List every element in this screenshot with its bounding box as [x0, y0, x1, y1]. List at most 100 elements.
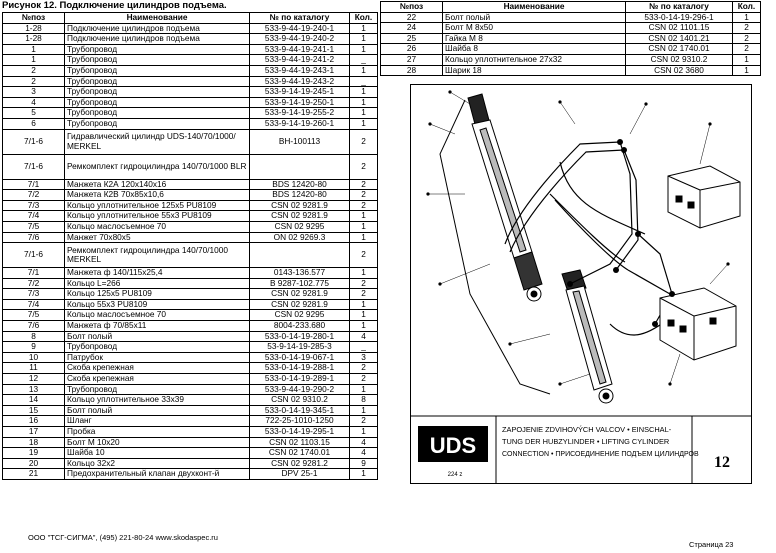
cell-quantity: 1	[349, 404, 378, 417]
cell-position: 27	[380, 53, 443, 66]
cell-quantity: _	[349, 341, 378, 353]
cell-position: 3	[2, 86, 65, 98]
cell-name: Трубопровод	[64, 96, 250, 109]
drawing-title-line-2: TUNG DER HUBZYLINDER • LIFTING CYLINDER	[502, 437, 669, 446]
cell-catalog-number: CSN 02 9281.9	[249, 199, 350, 212]
cell-quantity: 2	[349, 178, 378, 191]
cell-position: 8	[2, 330, 65, 343]
drawing-title-block: UDS 224 z ZAPOJENIE ZDVIHOVÝCH VALCOV • …	[410, 415, 752, 484]
cell-name: Трубопровод	[64, 54, 250, 66]
cell-position: 1	[2, 54, 65, 66]
cell-quantity: 1	[349, 267, 378, 279]
cell-quantity: 1	[349, 220, 378, 233]
cell-name: Болт М 8х50	[442, 22, 626, 34]
cell-position: 2	[2, 64, 65, 77]
uds-logo: UDS	[430, 433, 476, 458]
cell-position: 7/4	[2, 298, 65, 311]
cell-position: 13	[2, 383, 65, 396]
cell-catalog-number: CSN 02 1740.01	[249, 447, 350, 459]
cell-name: Кольцо уплотнительное 55х3 PU8109	[64, 210, 250, 222]
cell-catalog-number: 533-0-14-19-289-1	[249, 373, 350, 385]
uds-logo-plate	[418, 426, 488, 462]
valve-block-upper	[667, 165, 741, 229]
cell-catalog-number: 533-0-14-19-280-1	[249, 330, 350, 343]
cell-name: Трубопровод	[64, 107, 250, 119]
cell-name: Пробка	[64, 426, 250, 438]
cell-quantity: 1	[349, 210, 378, 222]
cell-catalog-number	[249, 153, 350, 180]
cell-position: 7/6	[2, 231, 65, 244]
cell-name: Трубопровод	[64, 341, 250, 353]
cell-quantity: 2	[349, 415, 378, 427]
cell-name: Шланг	[64, 415, 250, 427]
header-quantity: Кол.	[349, 12, 378, 24]
cell-name: Трубопровод	[64, 86, 250, 98]
cell-name: Скоба крепежная	[64, 362, 250, 375]
cell-catalog-number: CSN 02 1101.15	[625, 22, 733, 34]
cell-name: Манжета К2В 70х85х10,6	[64, 189, 250, 201]
cell-catalog-number: 533-9-14-19-245-1	[249, 86, 350, 98]
cell-position: 7/6	[2, 320, 65, 332]
cell-quantity: 9	[349, 457, 378, 470]
cell-position: 25	[380, 32, 443, 45]
cell-quantity: 2	[349, 373, 378, 385]
drawing-sheet-number: 12	[714, 454, 730, 471]
cell-quantity: _	[349, 75, 378, 88]
cell-position: 7/2	[2, 189, 65, 201]
cell-name: Гидравлический цилиндр UDS-140/70/1000/ …	[64, 128, 250, 155]
header-position: №поз	[2, 12, 65, 24]
cell-position: 7/1-6	[2, 153, 65, 180]
cell-quantity: 2	[732, 32, 761, 45]
footer-company: ООО "ТСГ-СИГМА", (495) 221-80-24 www.sko…	[28, 533, 218, 542]
cell-catalog-number: CSN 02 9310.2	[625, 53, 733, 66]
cell-position: 10	[2, 351, 65, 364]
cell-name: Кольцо уплотнительное 33х39	[64, 394, 250, 406]
cell-name: Кольцо 125х5 PU8109	[64, 288, 250, 300]
cell-quantity: 2	[349, 242, 378, 269]
cell-name: Кольцо маслосъемное 70	[64, 309, 250, 322]
cell-position: 21	[2, 468, 65, 480]
cell-position: 5	[2, 107, 65, 119]
header-quantity: Кол.	[732, 1, 761, 13]
cell-name: Ремкомплект гидроцилиндра 140/70/1000 ME…	[64, 242, 250, 269]
cell-position: 15	[2, 404, 65, 417]
cell-catalog-number: DPV 25-1	[249, 468, 350, 480]
cell-catalog-number: CSN 02 9281.9	[249, 288, 350, 300]
cell-position: 14	[2, 394, 65, 406]
drawing-title-line-3: CONNECTION • ПРИСОЕДИНЕНИЕ ПОДЪЕМ ЦИЛИНД…	[502, 451, 699, 458]
footer-page-number: Страница 23	[689, 540, 734, 549]
cell-name: Кольцо 55х3 PU8109	[64, 298, 250, 311]
hydraulic-pipes	[504, 141, 673, 336]
cell-position: 7/5	[2, 220, 65, 233]
header-catalog-number: № по каталогу	[249, 12, 350, 24]
cell-name: Шайба 8	[442, 43, 626, 55]
cell-quantity: 1	[349, 107, 378, 119]
cell-quantity: 1	[349, 22, 378, 35]
cell-catalog-number: CSN 02 9281.9	[249, 210, 350, 222]
cell-catalog-number: 533-9-44-19-240-1	[249, 22, 350, 35]
cell-name: Болт полый	[64, 330, 250, 343]
cell-quantity: 1	[732, 11, 761, 24]
cell-name: Кольцо L=266	[64, 277, 250, 290]
